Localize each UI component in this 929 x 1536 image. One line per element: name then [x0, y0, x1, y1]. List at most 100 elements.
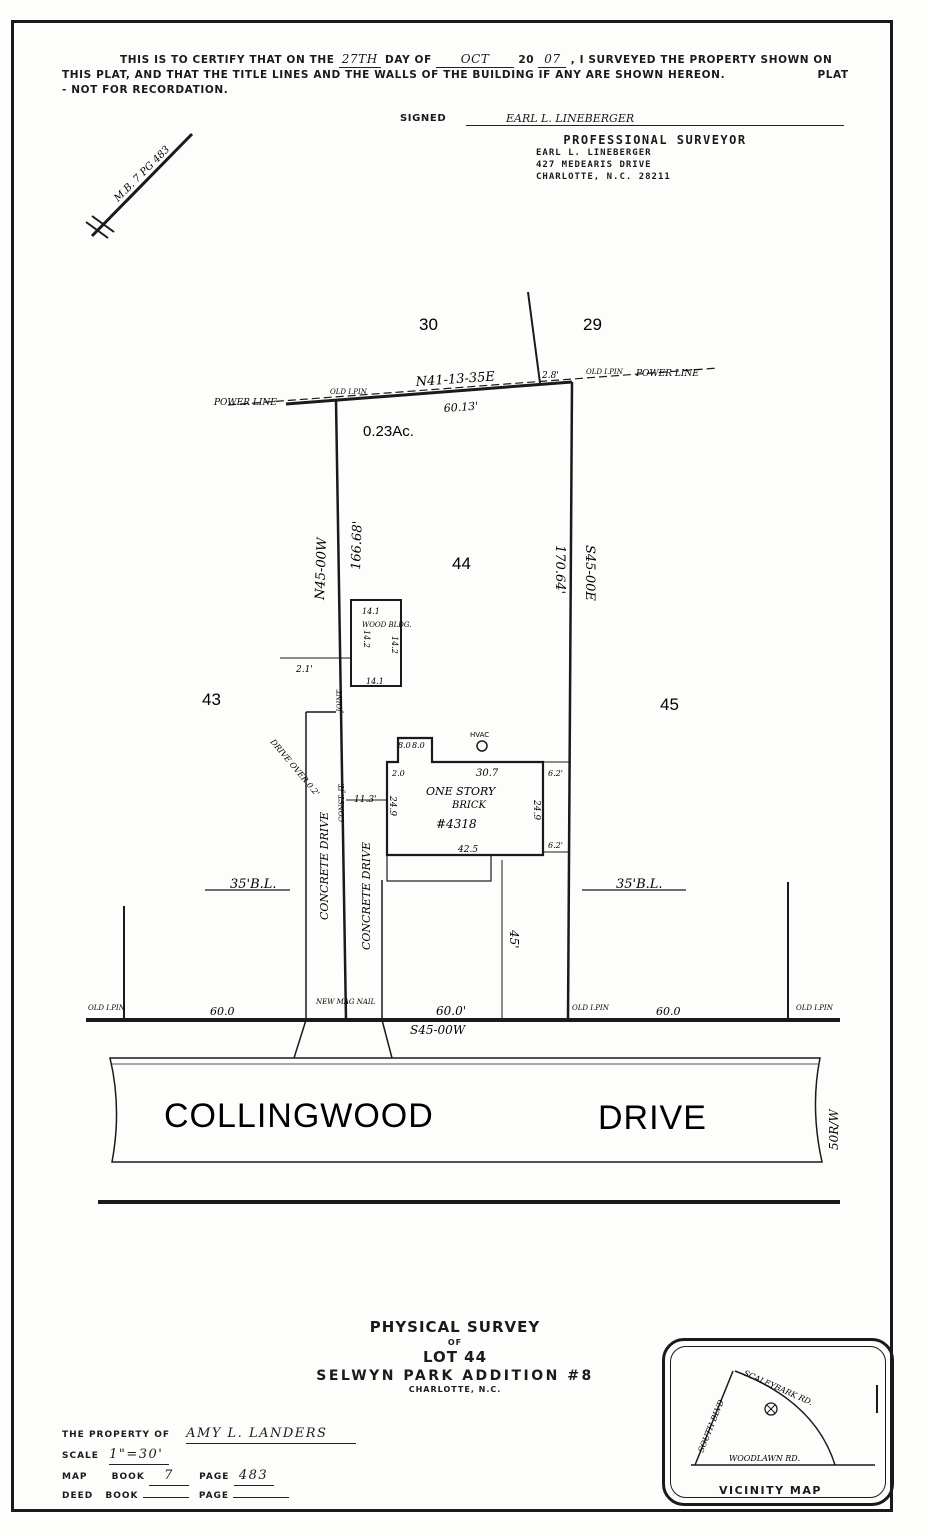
house-depth-right: 24.9	[531, 799, 541, 820]
house-depth-left: 24.9	[387, 795, 397, 816]
map-row: MAP BOOK 7 PAGE 483	[62, 1466, 356, 1487]
front-distance: 60.0'	[436, 1004, 466, 1018]
map-page-label: PAGE	[199, 1472, 230, 1482]
shed-offset: 2.1'	[295, 665, 313, 675]
old-pin-front-right: OLD I.PIN	[796, 1004, 834, 1012]
cert-plat-note: PLAT - NOT FOR RECORDATION.	[62, 69, 849, 96]
owner-name: AMY L. LANDERS	[186, 1424, 357, 1444]
owner-row: THE PROPERTY OF AMY L. LANDERS	[62, 1424, 357, 1445]
shed-dim-right: 14.2	[390, 636, 399, 654]
lot-44-label: 44	[452, 554, 471, 573]
street-name-left: COLLINGWOOD	[164, 1097, 434, 1135]
title-line4: SELWYN PARK ADDITION #8	[316, 1368, 594, 1384]
street-name-right: DRIVE	[598, 1099, 707, 1137]
house-width-top: 30.7	[476, 768, 499, 779]
deed-label: DEED	[62, 1491, 94, 1501]
vicinity-map: SOUTH BLVD SCALEYBARK RD. WOODLAWN RD. V…	[662, 1338, 894, 1506]
site-location-cross-b	[766, 1404, 776, 1414]
signature-line: EARL L. LINEBERGER	[466, 112, 844, 126]
scale-value: 1"=30'	[109, 1445, 170, 1465]
scaleybark-road	[734, 1370, 836, 1466]
surveyor-name: EARL L. LINEBERGER	[536, 148, 652, 158]
power-line-label-left: POWER LINE	[213, 398, 277, 408]
rear-property-line	[285, 380, 573, 406]
house-side-top: 6.2'	[548, 769, 563, 778]
deed-row: DEED BOOK PAGE	[62, 1487, 356, 1506]
lot-29-label: 29	[583, 315, 602, 334]
right-distance: 170.64'	[552, 545, 567, 594]
acreage-label: 0.23Ac.	[363, 423, 414, 440]
map-page-value: 483	[233, 1466, 274, 1486]
rear-bearing: N41-13-35E	[414, 369, 496, 390]
cert-part4: , I SURVEYED THE PROPERTY SHOWN ON THIS …	[62, 54, 833, 81]
cert-part2: DAY OF	[385, 54, 432, 66]
stoop-dim-c: 2.0	[391, 769, 405, 778]
scale-row: SCALE 1"=30'	[62, 1445, 356, 1466]
shed-label: WOOD BLDG.	[362, 621, 411, 629]
old-pin-front-left: OLD I.PIN	[88, 1004, 126, 1012]
hvac-icon	[476, 740, 488, 752]
house-line1: ONE STORY	[426, 785, 497, 798]
street-row: 50R/W	[827, 1108, 841, 1150]
site-location-icon	[764, 1402, 778, 1416]
title-line2: OF	[447, 1338, 463, 1347]
rear-offset: 2.8'	[541, 371, 559, 381]
shed-dim-bottom: 14.1	[366, 677, 384, 686]
title-line3: LOT 44	[422, 1348, 488, 1366]
map-book-value: 7	[148, 1466, 189, 1486]
hvac-label: HVAC	[470, 731, 489, 739]
left-bearing: N45-00W	[313, 536, 330, 601]
front-right-distance: 60.0	[656, 1005, 681, 1018]
map-book-label: BOOK	[111, 1472, 145, 1482]
deed-book-label: BOOK	[105, 1491, 139, 1501]
center-drive-label: CONCRETE DRIVE	[360, 842, 373, 950]
property-info: THE PROPERTY OF AMY L. LANDERS SCALE 1"=…	[62, 1424, 357, 1506]
surveyor-city: CHARLOTTE, N.C. 28211	[536, 172, 671, 182]
page-border	[11, 20, 893, 1512]
stoop-dim-b: 8.0	[412, 741, 425, 750]
setback-left: 35'B.L.	[230, 877, 277, 892]
title-line1: PHYSICAL SURVEY	[369, 1318, 541, 1336]
scale-label: SCALE	[62, 1451, 99, 1461]
front-steps	[386, 854, 492, 882]
right-bearing: S45-00E	[582, 545, 597, 601]
vic-road1: SOUTH BLVD	[697, 1398, 727, 1454]
old-pin-front-center: OLD I.PIN	[572, 1004, 610, 1012]
left-distance: 166.68'	[349, 521, 366, 571]
lot-43-label: 43	[202, 690, 221, 709]
title-line5: CHARLOTTE, N.C.	[408, 1385, 502, 1394]
const-jt-label: CONST. JT.	[338, 783, 346, 822]
shed-dim-top: 14.1	[362, 607, 380, 616]
street-outline	[109, 1057, 823, 1163]
map-book-label: M.B. 7 PG 483	[112, 144, 173, 205]
deed-page-value	[233, 1497, 290, 1498]
power-line	[227, 367, 719, 406]
old-pin-rear-left: OLD I.PIN	[330, 388, 368, 396]
joint-label: JOINT	[336, 689, 344, 714]
drive-offset: 11.3'	[354, 795, 377, 805]
map-book-reference: M.B. 7 PG 483	[85, 132, 194, 239]
house-width-bottom: 42.5	[457, 845, 478, 855]
vic-road2: SCALEYBARK RD.	[742, 1369, 814, 1408]
house-line2: BRICK	[451, 800, 486, 811]
house-number: #4318	[436, 817, 477, 831]
surveyor-block: PROFESSIONAL SURVEYOR EARL L. LINEBERGER…	[530, 133, 780, 183]
lot-45-label: 45	[660, 695, 679, 714]
certification-text: THIS IS TO CERTIFY THAT ON THE 27TH DAY …	[62, 52, 852, 98]
front-left-distance: 60.0	[210, 1005, 235, 1018]
left-drive-label: CONCRETE DRIVE	[318, 812, 331, 920]
map-label: MAP	[62, 1472, 88, 1482]
vicinity-map-roads: SOUTH BLVD SCALEYBARK RD. WOODLAWN RD.	[691, 1369, 878, 1466]
house-side-bottom: 6.2'	[548, 841, 563, 850]
south-blvd-road	[694, 1370, 734, 1466]
old-pin-rear-right: OLD I.PIN	[586, 368, 624, 376]
cert-part3: 20	[518, 54, 535, 66]
wood-shed	[350, 599, 402, 687]
vicinity-map-title: VICINITY MAP	[719, 1484, 822, 1497]
surveyor-address: 427 MEDEARIS DRIVE	[536, 160, 652, 170]
drive-encroach-label: DRIVE OVER 0.2'	[268, 737, 321, 798]
vic-road3: WOODLAWN RD.	[729, 1454, 800, 1463]
lot-line-29-30	[527, 291, 541, 384]
surveyor-title: PROFESSIONAL SURVEYOR	[563, 133, 747, 147]
